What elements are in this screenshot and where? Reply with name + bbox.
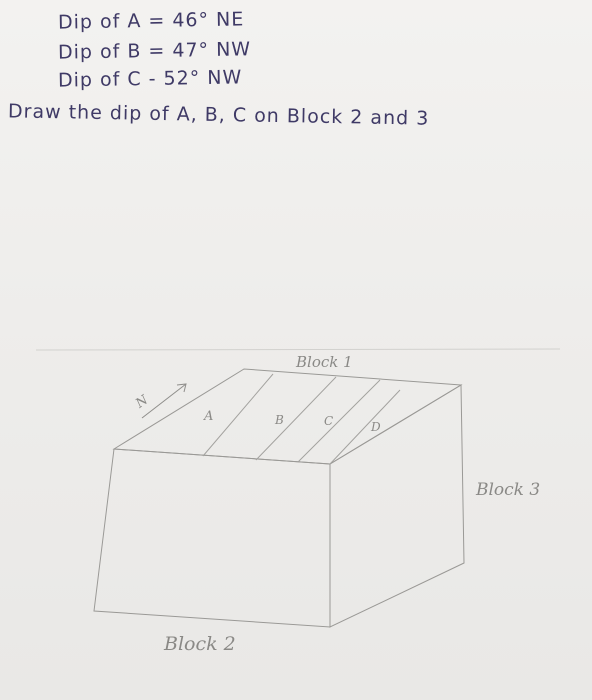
north-arrow-line (141, 383, 187, 419)
block3-side-face (329, 384, 465, 628)
bed-label-a: A (203, 409, 213, 424)
bed-label-d: D (370, 420, 381, 434)
block2-label: Block 2 (163, 633, 236, 655)
bed-boundary-2 (255, 376, 337, 461)
bed-label-c: C (324, 414, 333, 428)
bed-boundary-3 (297, 379, 381, 463)
block1-label: Block 1 (295, 353, 353, 371)
page-crease (35, 348, 561, 351)
block3-label: Block 3 (475, 480, 540, 500)
bed-label-b: B (274, 413, 284, 427)
block2-front-face (93, 448, 331, 628)
north-label: N (132, 392, 151, 412)
bed-boundary-4 (329, 389, 401, 465)
north-arrow-icon (176, 383, 187, 393)
bed-boundary-1 (202, 373, 274, 457)
